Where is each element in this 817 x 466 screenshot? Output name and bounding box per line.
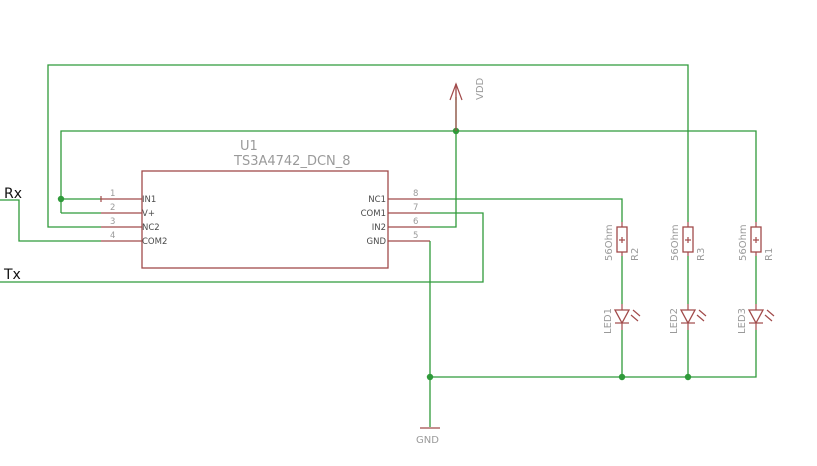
pin-1-number: 1 bbox=[110, 189, 115, 199]
junction-dot bbox=[57, 195, 65, 203]
led-name: LED3 bbox=[737, 308, 748, 334]
led-led1[interactable]: LED1 bbox=[603, 304, 641, 334]
vdd-label: VDD bbox=[475, 77, 486, 100]
pin-1-label: IN1 bbox=[142, 195, 156, 205]
resistor-r3[interactable]: 56Ohm R3 bbox=[670, 222, 707, 261]
resistor-value: 56Ohm bbox=[670, 224, 681, 261]
led-triangle-icon bbox=[679, 309, 697, 325]
pin-4-label: COM2 bbox=[142, 237, 167, 247]
pin-3-label: NC2 bbox=[142, 223, 160, 233]
ic-body bbox=[141, 170, 389, 269]
resistor-name: R3 bbox=[696, 248, 707, 261]
led-led3[interactable]: LED3 bbox=[737, 304, 775, 334]
wire-vdd-bus bbox=[60, 130, 757, 222]
pin-6-label: IN2 bbox=[372, 223, 386, 233]
junction-dot bbox=[684, 373, 692, 381]
ic-value: TS3A4742_DCN_8 bbox=[233, 154, 351, 169]
pin-7-number: 7 bbox=[413, 203, 418, 213]
gnd-symbol[interactable]: GND bbox=[416, 427, 440, 446]
led-triangle-icon bbox=[613, 309, 631, 325]
pin-2-number: 2 bbox=[110, 203, 115, 213]
led-triangle-icon bbox=[747, 309, 765, 325]
led-light-arrow-icon bbox=[698, 309, 707, 317]
wire-tx bbox=[0, 212, 484, 283]
pin-8-label: NC1 bbox=[368, 195, 386, 205]
led-led2[interactable]: LED2 bbox=[669, 304, 707, 334]
pin-8-number: 8 bbox=[413, 189, 418, 199]
pin-4-number: 4 bbox=[110, 231, 115, 241]
ic-name: U1 bbox=[240, 139, 258, 154]
wire-nc2-to-r3 bbox=[47, 64, 689, 228]
wire-vdd-in2 bbox=[430, 97, 457, 228]
wires bbox=[0, 64, 757, 427]
led-light-arrow-icon bbox=[766, 309, 775, 317]
led-name: LED1 bbox=[603, 308, 614, 334]
wire-gnd-bus bbox=[430, 330, 757, 378]
gnd-label: GND bbox=[416, 435, 439, 446]
resistor-r1[interactable]: 56Ohm R1 bbox=[738, 222, 775, 261]
led-name: LED2 bbox=[669, 308, 680, 334]
wire-rx bbox=[0, 199, 101, 242]
resistor-name: R2 bbox=[630, 248, 641, 261]
resistor-r2[interactable]: 56Ohm R2 bbox=[604, 222, 641, 261]
pin-6-number: 6 bbox=[413, 217, 418, 227]
junctions bbox=[57, 127, 692, 381]
pin-5-label: GND bbox=[367, 237, 387, 247]
resistor-value: 56Ohm bbox=[604, 224, 615, 261]
led-light-arrow-icon bbox=[764, 314, 773, 322]
net-label-tx: Tx bbox=[3, 267, 21, 283]
resistor-name: R1 bbox=[764, 248, 775, 261]
vdd-symbol[interactable]: VDD bbox=[449, 77, 486, 131]
junction-dot bbox=[618, 373, 626, 381]
junction-dot bbox=[426, 373, 434, 381]
ic-u1[interactable]: U1 TS3A4742_DCN_8 1 2 3 4 IN1 V+ NC2 COM… bbox=[100, 139, 430, 269]
resistor-value: 56Ohm bbox=[738, 224, 749, 261]
pin-2-label: V+ bbox=[142, 209, 155, 219]
pin-5-number: 5 bbox=[413, 231, 418, 241]
led-light-arrow-icon bbox=[630, 314, 639, 322]
led-light-arrow-icon bbox=[696, 314, 705, 322]
pin-7-label: COM1 bbox=[361, 209, 386, 219]
net-label-rx: Rx bbox=[4, 186, 22, 202]
wire-nc1-r2 bbox=[430, 198, 623, 222]
led-light-arrow-icon bbox=[632, 309, 641, 317]
pin-3-number: 3 bbox=[110, 217, 115, 227]
